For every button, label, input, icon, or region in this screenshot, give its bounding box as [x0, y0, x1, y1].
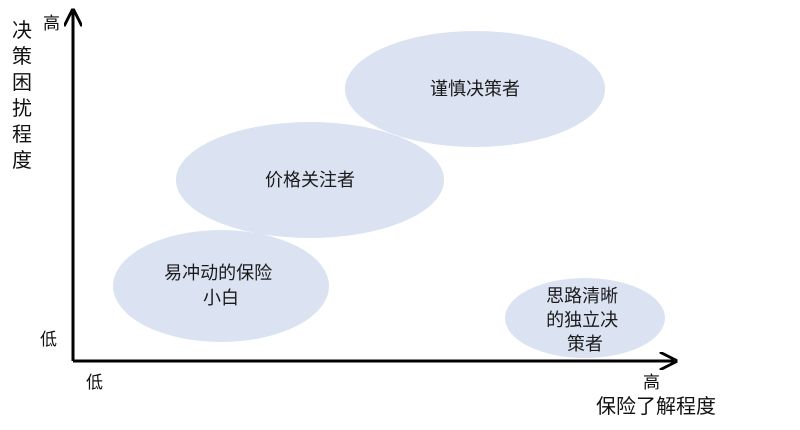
cluster-ellipse-price: [176, 122, 444, 238]
cluster-label-line: 策者: [567, 334, 603, 355]
y-axis-high-label: 高: [43, 14, 60, 34]
y-axis-title-char: 困: [12, 70, 32, 94]
y-axis-title-char: 程: [12, 122, 32, 146]
x-axis-high-label: 高: [643, 373, 660, 393]
cluster-ellipse-impulsive: [113, 230, 329, 342]
cluster-label-line: 谨慎决策者: [430, 79, 520, 100]
y-axis-title-char: 策: [12, 44, 32, 68]
cluster-label-independent: 思路清晰 的独立决 策者: [546, 286, 624, 355]
y-axis-title: 决 策 困 扰 程 度: [12, 18, 38, 172]
x-axis-title: 保险了解程度: [596, 394, 716, 418]
x-axis-low-label: 低: [86, 373, 103, 393]
cluster-ellipse-independent: [505, 278, 665, 358]
cluster-label-line: 思路清晰: [546, 286, 618, 307]
y-axis-low-label: 低: [40, 330, 57, 350]
cluster-label-impulsive: 易冲动的保险 小白: [164, 263, 278, 309]
cluster-label-price: 价格关注者: [265, 170, 355, 191]
y-axis-title-char: 决: [12, 18, 32, 42]
y-axis-title-char: 扰: [12, 96, 32, 120]
cluster-label-cautious: 谨慎决策者: [430, 79, 520, 100]
cluster-label-line: 价格关注者: [265, 170, 355, 191]
cluster-label-line: 易冲动的保险: [164, 263, 272, 284]
cluster-label-line: 的独立决: [546, 310, 618, 331]
y-axis-title-char: 度: [12, 148, 32, 172]
cluster-label-line: 小白: [203, 288, 239, 309]
cluster-ellipse-cautious: [345, 31, 605, 147]
